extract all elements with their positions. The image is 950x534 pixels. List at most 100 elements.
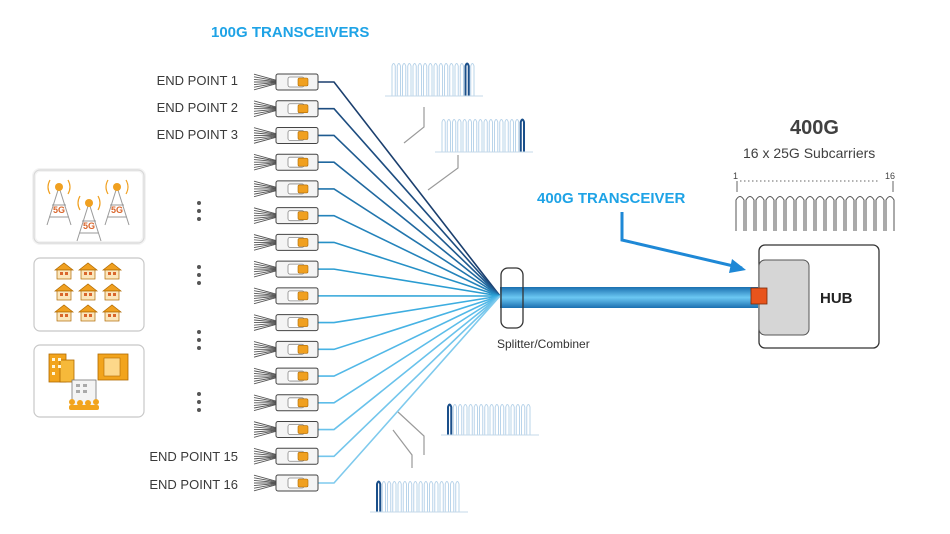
office-building-icon	[48, 353, 129, 410]
endpoint-label-1: END POINT 1	[156, 73, 238, 88]
trunk-fiber	[500, 287, 758, 308]
transceiver-module	[275, 100, 319, 118]
ellipsis-dots-2	[197, 265, 201, 289]
label-400g-transceiver: 400G TRANSCEIVER	[537, 190, 686, 207]
endpoint-wires	[253, 234, 277, 251]
svg-text:5G: 5G	[53, 205, 65, 215]
transceiver-module	[275, 180, 319, 198]
endpoint-wires	[253, 287, 277, 305]
transceiver-module	[275, 126, 319, 144]
subcarrier	[735, 196, 745, 231]
subcarrier	[825, 196, 835, 231]
subcarrier	[805, 196, 815, 231]
transceiver-module	[275, 367, 319, 385]
endpoint-wires	[253, 421, 277, 438]
endpoint-label-16: END POINT 16	[149, 477, 238, 492]
hub-label: HUB	[820, 290, 853, 307]
subcarrier	[885, 196, 895, 231]
subcarrier	[795, 196, 805, 231]
capacity-subtitle: 16 x 25G Subcarriers	[743, 145, 876, 161]
mini-spectrum	[385, 62, 483, 97]
subcarrier	[745, 196, 755, 231]
transceiver-module	[275, 287, 319, 305]
subcarrier	[755, 196, 765, 231]
subcarrier	[865, 196, 875, 231]
fiber-line	[318, 295, 501, 484]
spectrum-mini-group	[370, 62, 539, 513]
subcarrier	[835, 196, 845, 231]
ellipsis-dots-1	[197, 201, 201, 225]
transceiver-module	[275, 153, 319, 171]
svg-text:5G: 5G	[83, 221, 95, 231]
endpoint-wires	[253, 207, 277, 224]
transceiver-module	[275, 447, 319, 465]
endpoint-wires	[253, 341, 277, 358]
endpoint-wires	[253, 448, 277, 465]
subcarrier	[855, 196, 865, 231]
mini-spectrum	[435, 118, 533, 153]
endpoint-label-15: END POINT 15	[149, 449, 238, 464]
spectrum-400g	[735, 196, 895, 231]
pointer-arrow-400g	[620, 212, 743, 270]
hub-port	[750, 287, 768, 305]
transceiver-module	[275, 260, 319, 278]
endpoint-wires	[253, 153, 277, 171]
fiber-line	[318, 295, 501, 431]
endpoint-label-2: END POINT 2	[156, 100, 238, 115]
fiber-line	[318, 81, 501, 297]
scale-start-label: 1	[733, 171, 739, 181]
splitter-label: Splitter/Combiner	[497, 337, 590, 351]
endpoint-wires	[253, 394, 277, 412]
fiber-line	[318, 161, 501, 297]
subcarrier	[815, 196, 825, 231]
transceiver-module	[275, 314, 319, 332]
fiber-line	[318, 295, 501, 351]
endpoint-wires	[253, 180, 277, 198]
fiber-line	[318, 241, 501, 297]
endpoint-wires	[253, 100, 277, 117]
endpoint-wires	[253, 127, 277, 144]
ellipsis-dots-4	[197, 392, 201, 416]
splitter-box	[500, 267, 524, 329]
transceiver-module	[275, 394, 319, 412]
fiber-line	[318, 295, 501, 377]
mini-spectrum	[370, 480, 468, 513]
endpoint-wires	[253, 314, 277, 331]
endpoint-label-3: END POINT 3	[156, 127, 238, 142]
title-100g-transceivers: 100G TRANSCEIVERS	[211, 24, 370, 41]
scale-end-label: 16	[885, 171, 896, 181]
transceiver-module	[275, 233, 319, 251]
fiber-line	[318, 295, 501, 458]
transceiver-module	[275, 421, 319, 439]
transceiver-module	[275, 207, 319, 225]
subcarrier	[845, 196, 855, 231]
fiber-line	[318, 214, 501, 297]
house-icon	[53, 262, 123, 322]
subcarrier	[785, 196, 795, 231]
subcarrier	[775, 196, 785, 231]
fiber-line	[318, 295, 501, 324]
hub-box	[750, 244, 880, 349]
endpoint-wires	[253, 367, 277, 385]
mini-spectrum	[441, 403, 539, 436]
fiber-line	[318, 134, 501, 297]
fiber-line	[318, 107, 501, 297]
transceiver-module	[275, 340, 319, 358]
pointer-arrowhead	[729, 259, 746, 273]
fiber-line	[318, 295, 501, 404]
fiber-line	[318, 268, 501, 297]
endpoint-wires	[253, 73, 277, 91]
subcarrier	[765, 196, 775, 231]
endpoint-wires	[253, 260, 277, 278]
endpoint-wires	[253, 474, 277, 492]
transceiver-stack	[253, 73, 319, 492]
fiber-line	[318, 188, 501, 297]
transceiver-module	[275, 474, 319, 492]
fiber-fan-lines	[318, 81, 501, 484]
ellipsis-dots-3	[197, 330, 201, 354]
capacity-title: 400G	[790, 117, 839, 139]
subcarrier	[875, 196, 885, 231]
spectrum-pointer-arrows	[392, 107, 459, 468]
